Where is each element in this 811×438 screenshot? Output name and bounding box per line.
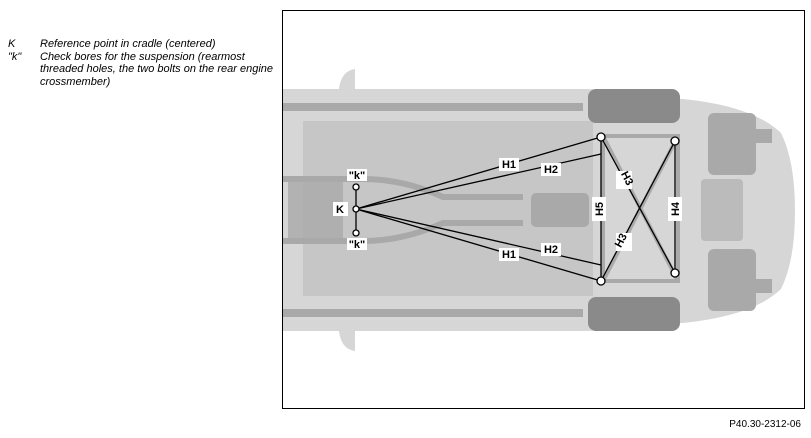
side-sill-top <box>283 103 583 111</box>
legend: K Reference point in cradle (centered) "… <box>8 38 280 88</box>
label-h1-bottom: H1 <box>502 249 516 261</box>
label-k: K <box>336 204 344 216</box>
muffler-top <box>708 113 756 175</box>
label-k-bottom: "k" <box>349 239 366 251</box>
legend-item-check-bores: "k" Check bores for the suspension (rear… <box>8 51 280 89</box>
label-k-top: "k" <box>349 170 366 182</box>
label-h4: H4 <box>670 201 682 216</box>
side-sill-bottom <box>283 309 583 317</box>
catalytic-converter <box>531 193 589 227</box>
legend-key: "k" <box>8 50 22 63</box>
reference-code: P40.30-2312-06 <box>729 419 801 430</box>
point-rear-top-right <box>670 136 680 146</box>
tailpipe-top <box>756 129 772 143</box>
point-rear-bottom-right <box>670 268 680 278</box>
legend-description: Check bores for the suspension (rearmost… <box>40 50 273 88</box>
rear-tire-bottom <box>588 297 680 331</box>
line-h3-top <box>600 136 676 274</box>
underbody-diagram: "k" "k" K H1 H2 H1 H2 H5 H4 H3 H3 <box>283 69 795 351</box>
spare-well <box>701 179 743 241</box>
rear-tire-top <box>588 89 680 123</box>
diagram-frame: "k" "k" K H1 H2 H1 H2 H5 H4 H3 H3 <box>282 10 805 409</box>
point-rear-bottom-left <box>596 276 606 286</box>
legend-key: K <box>8 38 16 50</box>
muffler-bottom <box>708 249 756 311</box>
line-h1-bottom <box>355 208 602 282</box>
label-h5: H5 <box>594 202 606 216</box>
point-k-bottom <box>352 229 360 237</box>
point-k-top <box>352 183 360 191</box>
mirror-bottom <box>339 331 355 351</box>
legend-item-k: K Reference point in cradle (centered) <box>8 38 280 51</box>
line-h3-bottom <box>600 140 676 282</box>
label-h1-top: H1 <box>502 159 516 171</box>
point-k <box>352 205 360 213</box>
tailpipe-bottom <box>756 279 772 293</box>
label-h3-top: H3 <box>618 170 635 188</box>
line-h1-top <box>355 136 602 210</box>
label-h2-bottom: H2 <box>544 244 558 256</box>
label-h3-bottom: H3 <box>613 232 630 250</box>
mirror-top <box>339 69 355 89</box>
legend-description: Reference point in cradle (centered) <box>40 38 216 50</box>
point-rear-top-left <box>596 132 606 142</box>
label-h2-top: H2 <box>544 164 558 176</box>
